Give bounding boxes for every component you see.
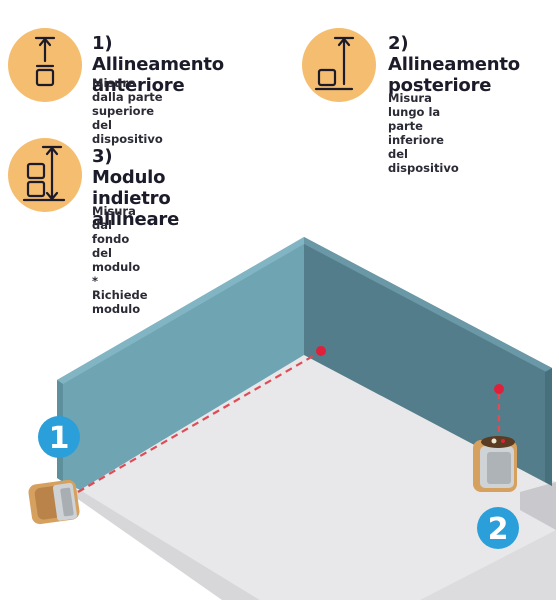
floor-edge-left (62, 488, 260, 600)
rear-title-line2: posteriore (388, 75, 492, 96)
wall-right (304, 237, 552, 486)
module-desc-line2: * Richiede modulo (92, 274, 148, 316)
floor-edge-right (520, 482, 556, 530)
front-alignment-icon (8, 28, 82, 102)
rear-desc-line1: Misura lungo la parte (388, 91, 441, 133)
front-desc-line2: del dispositivo (92, 118, 163, 146)
wall-right-top (304, 237, 552, 375)
front-title-line2: anteriore (92, 75, 185, 96)
module-title-line1: 3) Modulo indietro (92, 146, 171, 209)
laser-dot-wall (316, 346, 326, 356)
front-title-line1: 1) Allineamento (92, 33, 224, 75)
laser-dot-ceiling (494, 384, 504, 394)
room-illustration: 1 2 (28, 237, 556, 600)
rear-desc-line2: inferiore del dispositivo (388, 133, 459, 175)
badge-2-label: 2 (488, 512, 509, 547)
front-desc-line1: Misura dalla parte superiore (92, 76, 163, 118)
wall-left (57, 237, 304, 490)
wall-right-edge (545, 368, 552, 486)
module-alignment-icon (8, 138, 82, 212)
module-title-line2: allineare (92, 209, 180, 230)
badge-1-label: 1 (49, 421, 70, 456)
laser-beam-front (77, 351, 321, 493)
module-desc-line1: Misura dal fondo del modulo (92, 204, 141, 274)
device-rear-icon (473, 436, 517, 492)
badge-1: 1 (38, 416, 80, 458)
wall-left-top (57, 237, 304, 384)
badge-2: 2 (477, 507, 519, 549)
rear-title-line1: 2) Allineamento (388, 33, 520, 75)
floor (80, 355, 556, 600)
device-front-icon (28, 479, 80, 525)
rear-alignment-icon (302, 28, 376, 102)
floor-slab-front (420, 530, 556, 600)
